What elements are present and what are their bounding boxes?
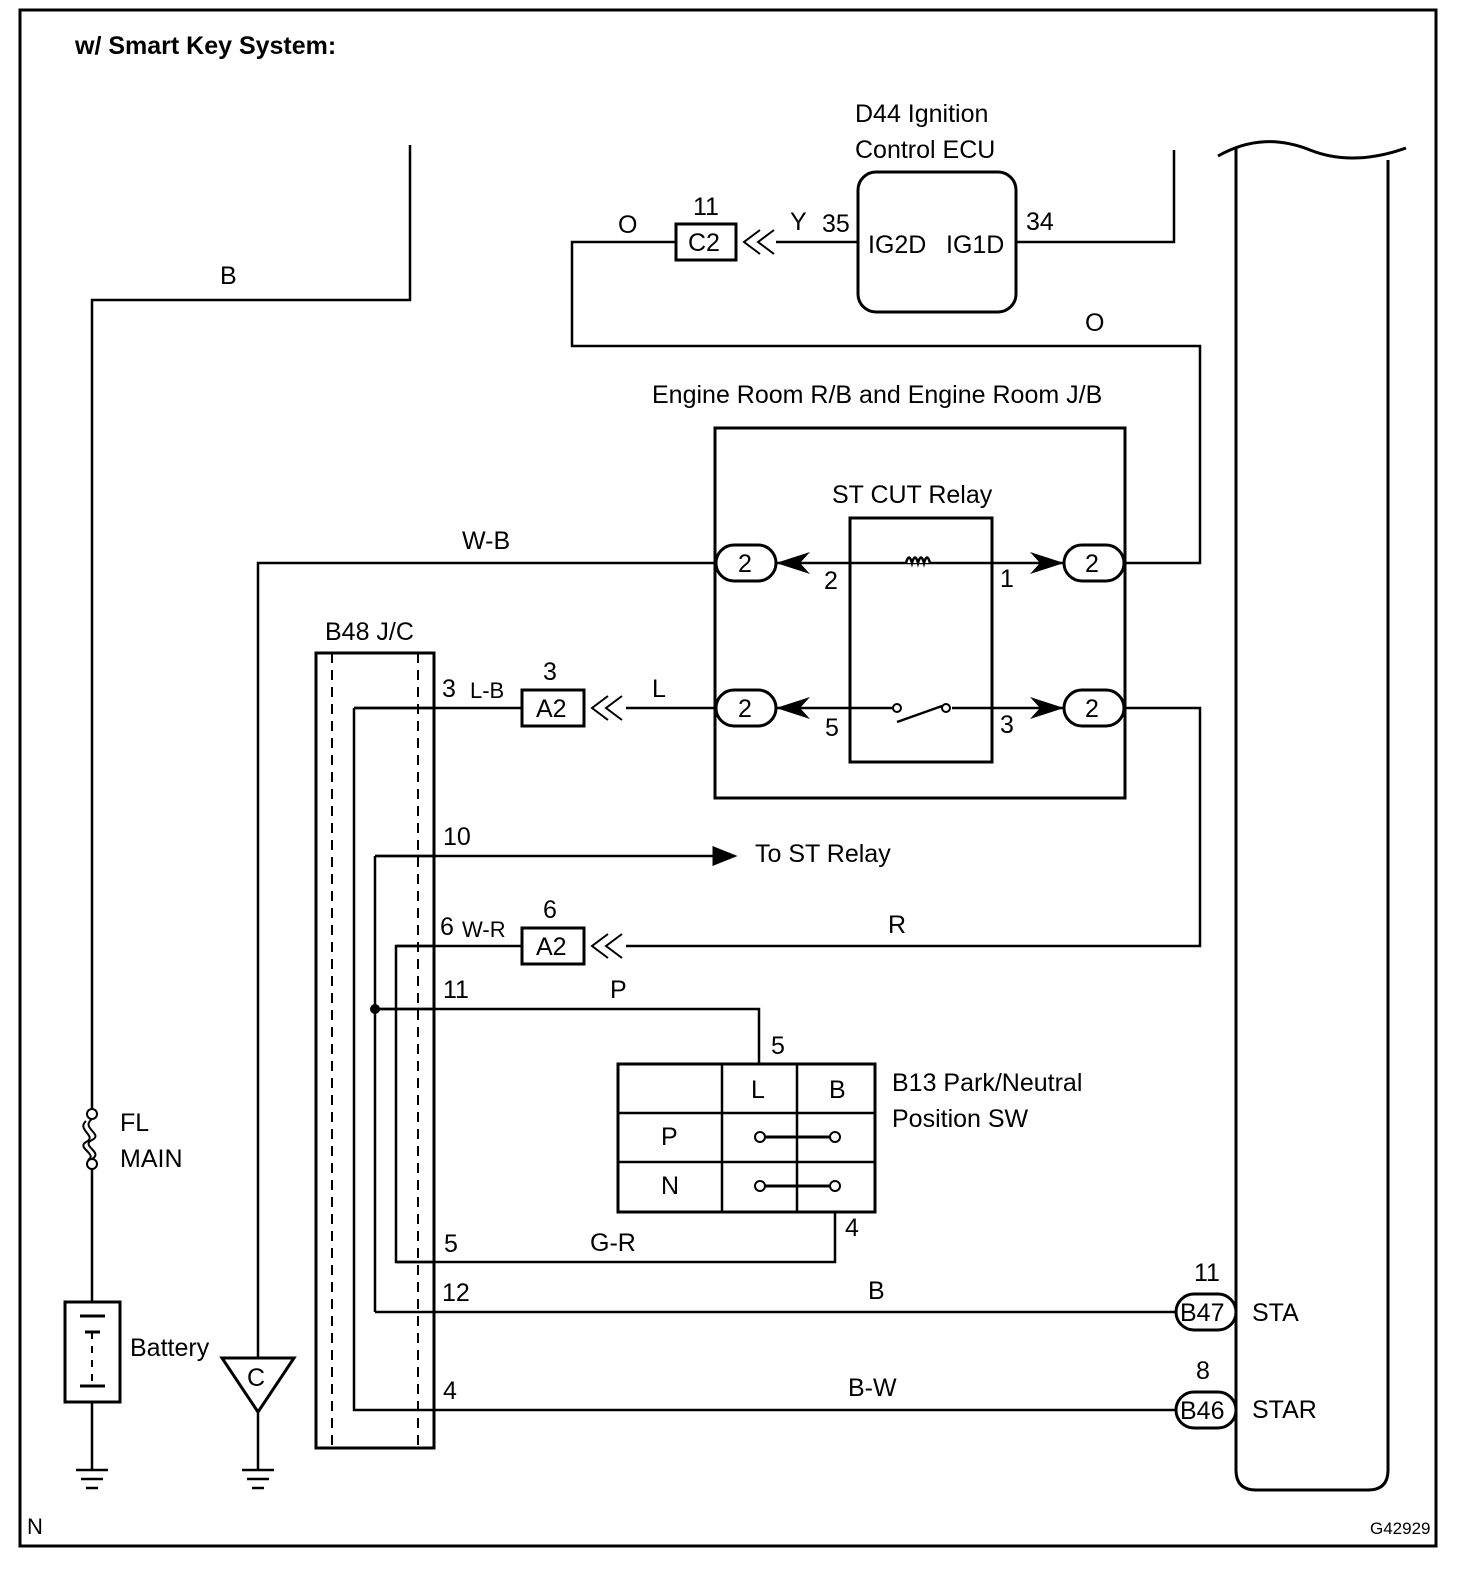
wire-label-b-sta: B [868, 1277, 885, 1305]
st-cut-relay-name: ST CUT Relay [832, 481, 993, 509]
relay-pin-1: 1 [1000, 565, 1014, 593]
engine-room-relay-block [713, 426, 1127, 800]
relay-connector-right-top [1030, 543, 1126, 583]
relay-connector-left-bottom-label: 2 [738, 695, 752, 723]
ecu-pin-35: 35 [822, 210, 850, 238]
outer-frame [18, 8, 1438, 1548]
relay-switch-icon [892, 703, 951, 724]
relay-coil-icon [904, 556, 932, 568]
pn-switch-pin-5: 5 [771, 1032, 785, 1060]
relay-box-title: Engine Room R/B and Engine Room J/B [652, 381, 1102, 409]
ecu-pin-ig1d: IG1D [946, 231, 1004, 259]
pn-switch-pin-4: 4 [845, 1214, 859, 1242]
relay-connector-left-bottom [714, 688, 810, 728]
wire-label-p: P [610, 976, 627, 1004]
connector-a2-top-pin: 3 [543, 658, 557, 686]
relay-pin-3: 3 [1000, 711, 1014, 739]
fl-main-fuse [82, 1108, 98, 1170]
corner-label-left: N [27, 1514, 43, 1539]
switch-contact-n [754, 1180, 841, 1192]
wire-label-o-left: O [618, 211, 637, 239]
wire-label-o-right: O [1085, 309, 1104, 337]
fuse-label-fl: FL [120, 1109, 149, 1137]
wire-label-l: L [652, 675, 666, 703]
ground-icon [76, 1468, 108, 1490]
relay-pin-5: 5 [825, 714, 839, 742]
ground-point-c-label: C [247, 1364, 265, 1392]
connector-c2-pin: 11 [693, 193, 719, 221]
ground-c-circuit: W-B C [219, 527, 716, 1490]
connector-b47-label: B47 [1180, 1299, 1224, 1327]
park-neutral-switch [616, 1062, 877, 1214]
switch-contact-p [754, 1131, 841, 1143]
st-cut-relay [848, 516, 994, 764]
pn-switch-col-l: L [751, 1076, 765, 1104]
connector-b46-label: B46 [1180, 1397, 1224, 1425]
battery-label: Battery [130, 1334, 210, 1362]
fuse-label-main: MAIN [120, 1145, 183, 1173]
relay-connector-left-top [714, 543, 810, 583]
wire-label-y: Y [790, 208, 807, 236]
pn-switch-row-n: N [661, 1172, 679, 1200]
wire-label-l-b: L-B [470, 678, 504, 703]
pn-switch-row-p: P [661, 1123, 678, 1151]
pn-switch-name-line1: B13 Park/Neutral [892, 1069, 1082, 1097]
connector-a2-bottom-label: A2 [536, 933, 567, 961]
pn-switch-name-line2: Position SW [892, 1105, 1029, 1133]
diagram-title: w/ Smart Key System: [74, 32, 336, 60]
ecm-pin-sta: STA [1252, 1299, 1299, 1327]
ground-point-c [219, 1356, 297, 1415]
to-st-relay-label: To ST Relay [755, 840, 891, 868]
relay-connector-right-top-label: 2 [1085, 550, 1099, 578]
connector-b46 [1174, 1390, 1238, 1430]
pn-switch-col-b: B [829, 1076, 846, 1104]
wire-label-w-r: W-R [462, 917, 506, 942]
junction-pin-5: 5 [444, 1230, 458, 1258]
relay-pin-2: 2 [824, 567, 838, 595]
b48-junction-connector [314, 651, 436, 1450]
ecu-pin-ig2d: IG2D [868, 231, 926, 259]
ecu-name-line2: Control ECU [855, 136, 995, 164]
relay-connector-right-bottom-label: 2 [1085, 695, 1099, 723]
ecu-circuit: D44 Ignition Control ECU IG2D IG1D 35 34… [570, 100, 1202, 565]
connector-c2-label: C2 [688, 229, 720, 257]
relay-connector-left-top-label: 2 [738, 550, 752, 578]
relay-connector-right-bottom [1030, 688, 1126, 728]
ecm-block [1234, 148, 1390, 1492]
wire-label-g-r: G-R [590, 1229, 636, 1257]
connector-a2-top-label: A2 [536, 695, 567, 723]
junction-pin-10: 10 [443, 823, 471, 851]
wire-label-w-b: W-B [462, 527, 510, 555]
ecu-pin-34: 34 [1026, 208, 1054, 236]
wire-label-b-top: B [220, 262, 237, 290]
junction-pin-12: 12 [442, 1279, 470, 1307]
battery-symbol [63, 1300, 122, 1404]
junction-pin-11: 11 [443, 976, 469, 1004]
junction-pin-wires [354, 706, 434, 1264]
figure-id: G42929 [1370, 1519, 1431, 1538]
junction-name: B48 J/C [325, 618, 414, 646]
wire-label-b-w: B-W [848, 1374, 897, 1402]
relay-box-group: Engine Room R/B and Engine Room J/B ST C… [652, 381, 1127, 800]
connector-b47-pin: 11 [1194, 1259, 1220, 1287]
ecm-pin-star: STAR [1252, 1396, 1317, 1424]
junction-pin-3: 3 [442, 675, 456, 703]
ecu-name-line1: D44 Ignition [855, 100, 988, 128]
connector-b47 [1174, 1292, 1238, 1332]
wire-label-r: R [888, 911, 906, 939]
connector-b46-pin: 8 [1196, 1357, 1210, 1385]
junction-pin-6: 6 [440, 913, 454, 941]
ground-icon [242, 1468, 274, 1490]
connector-a2-bottom-pin: 6 [543, 896, 557, 924]
battery-feed: B FL MAIN Battery [63, 145, 412, 1490]
ecm-break-line [1217, 140, 1407, 160]
connector-c2 [674, 222, 775, 262]
junction-pin-4: 4 [443, 1377, 457, 1405]
